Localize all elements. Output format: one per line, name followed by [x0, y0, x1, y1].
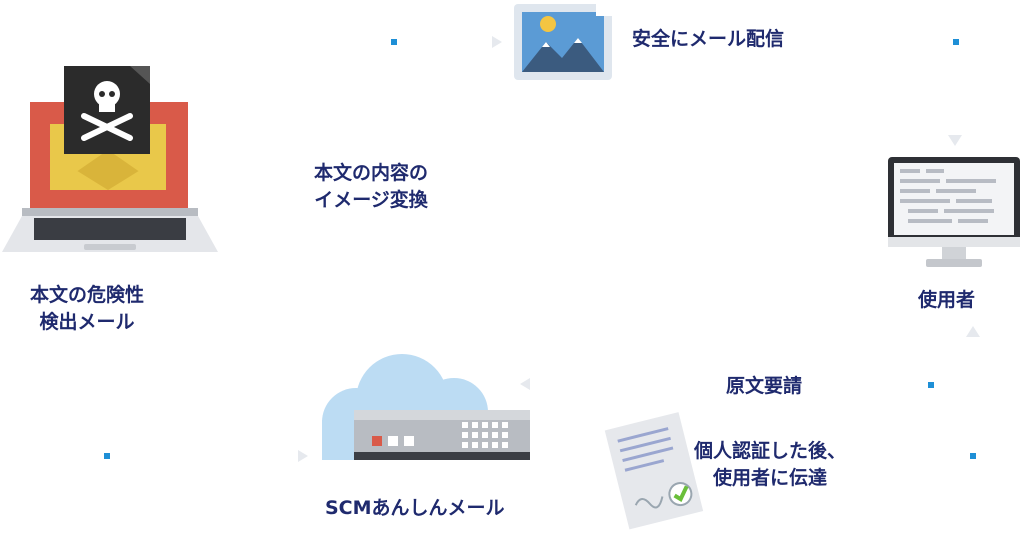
flow-arrow-left-icon: [520, 378, 530, 390]
cloud-server-icon: [322, 354, 530, 460]
label-user: 使用者: [918, 289, 976, 311]
marker-dot: [391, 39, 397, 45]
approved-document-icon: [604, 412, 704, 530]
image-icon: [514, 2, 614, 80]
label-image-convert: 本文の内容の イメージ変換: [314, 162, 429, 211]
label-scm-mail: SCMあんしんメール: [325, 497, 505, 519]
flow-arrow-right-icon: [492, 36, 502, 48]
flow-arrow-right-icon: [298, 450, 308, 462]
label-original-request: 原文要請: [726, 375, 803, 397]
marker-dot: [104, 453, 110, 459]
marker-dot: [970, 453, 976, 459]
marker-dot: [928, 382, 934, 388]
flow-arrow-down-icon: [948, 135, 962, 146]
monitor-icon: [888, 157, 1020, 267]
marker-dot: [953, 39, 959, 45]
label-secure-delivery: 安全にメール配信: [632, 28, 785, 50]
laptop-virus-mail-icon: [2, 66, 218, 252]
label-danger-detect: 本文の危険性 検出メール: [30, 284, 145, 333]
label-auth-transfer: 個人認証した後、 使用者に伝達: [694, 440, 847, 489]
flow-arrow-up-icon: [966, 326, 980, 337]
